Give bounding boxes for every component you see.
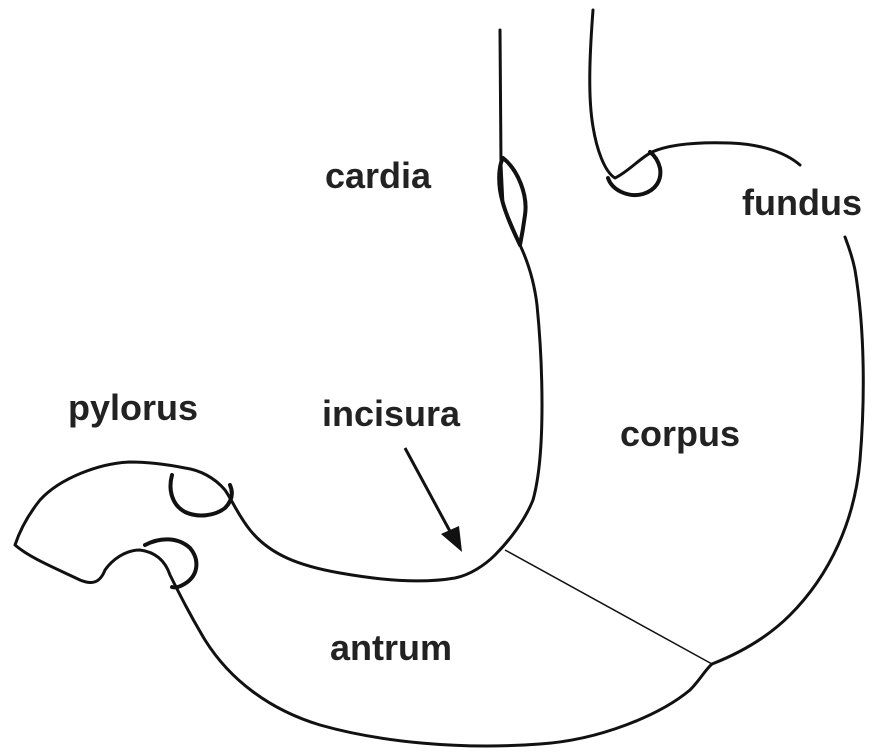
greater-curvature-top-outline xyxy=(590,10,800,178)
label-fundus: fundus xyxy=(742,182,862,223)
label-corpus: corpus xyxy=(620,413,740,454)
pyloric-sphincter-upper xyxy=(171,475,232,515)
incisura-arrowhead xyxy=(441,526,462,552)
cardiac-notch-fold xyxy=(608,152,660,195)
corpus-antrum-boundary xyxy=(505,550,712,664)
pyloric-sphincter-lower xyxy=(145,539,196,587)
label-incisura: incisura xyxy=(322,393,461,434)
label-antrum: antrum xyxy=(330,627,452,668)
label-pylorus: pylorus xyxy=(68,387,198,428)
incisura-arrow-shaft xyxy=(405,448,452,535)
cardia-sphincter xyxy=(499,158,525,245)
label-cardia: cardia xyxy=(325,155,432,196)
